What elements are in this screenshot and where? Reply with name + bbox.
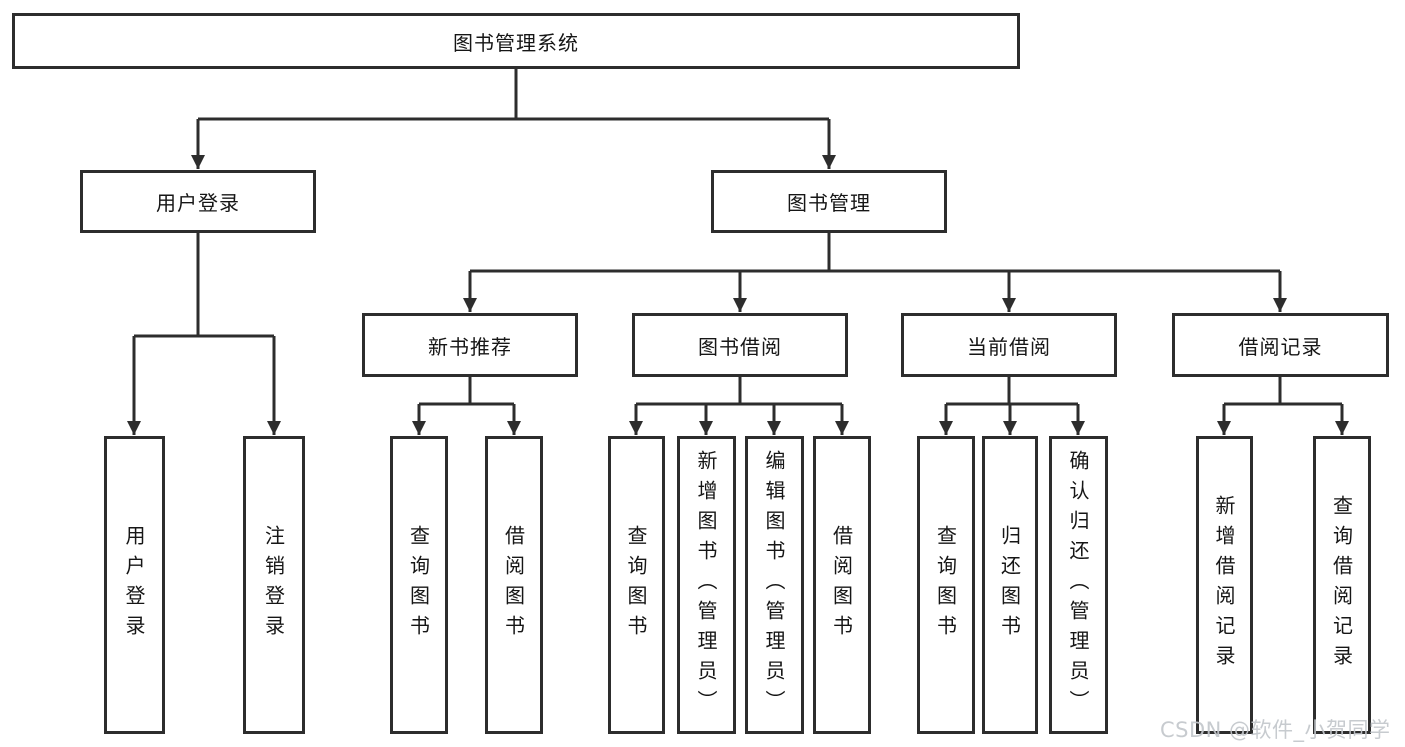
leaf-edit-books-admin: 编辑图书（管理员） xyxy=(745,436,804,734)
leaf-borrow-books-recommendation: 借阅图书 xyxy=(485,436,543,734)
node-label: 图书管理 xyxy=(787,191,871,215)
node-book-borrowing: 图书借阅 xyxy=(632,313,848,377)
node-label: 用户登录 xyxy=(122,525,146,645)
connector-book-borrowing xyxy=(629,377,849,435)
node-library-system-root: 图书管理系统 xyxy=(12,13,1020,69)
csdn-watermark: CSDN @软件_小贺同学 xyxy=(1160,718,1391,742)
node-label: 注销登录 xyxy=(261,525,286,645)
connector-borrowing-records xyxy=(1217,377,1349,435)
leaf-logout: 注销登录 xyxy=(243,436,305,734)
leaf-add-books-admin: 新增图书（管理员） xyxy=(677,436,736,734)
node-label: 借阅图书 xyxy=(501,525,526,645)
node-label: 图书管理系统 xyxy=(453,30,579,55)
node-book-management: 图书管理 xyxy=(711,170,947,233)
node-label: 新增借阅记录 xyxy=(1212,495,1236,675)
node-label: 查询图书 xyxy=(624,525,648,645)
node-label: 查询借阅记录 xyxy=(1329,495,1354,675)
node-user-login: 用户登录 xyxy=(80,170,316,233)
node-label: 新增图书（管理员） xyxy=(694,450,718,720)
connector-root xyxy=(191,69,836,169)
node-label: 用户登录 xyxy=(156,191,240,215)
leaf-confirm-return-admin: 确认归还（管理员） xyxy=(1049,436,1108,734)
node-label: 确认归还（管理员） xyxy=(1066,450,1090,720)
leaf-query-borrowing-record: 查询借阅记录 xyxy=(1313,436,1371,734)
node-label: 查询图书 xyxy=(406,525,431,645)
node-label: 借阅记录 xyxy=(1238,334,1323,359)
leaf-return-books: 归还图书 xyxy=(982,436,1038,734)
connector-new-book-recommendation xyxy=(412,377,521,435)
leaf-query-books-borrowing: 查询图书 xyxy=(608,436,665,734)
connector-current-borrowing xyxy=(939,377,1085,435)
node-label: 当前借阅 xyxy=(967,334,1051,359)
node-label: 归还图书 xyxy=(997,525,1022,645)
connector-book-management xyxy=(463,233,1287,312)
leaf-borrow-books-borrowing: 借阅图书 xyxy=(813,436,871,734)
node-borrowing-records: 借阅记录 xyxy=(1172,313,1389,377)
node-label: 编辑图书（管理员） xyxy=(762,450,786,720)
node-label: 查询图书 xyxy=(933,525,958,645)
node-current-borrowing: 当前借阅 xyxy=(901,313,1117,377)
node-label: 新书推荐 xyxy=(428,334,512,359)
connector-user-login xyxy=(127,233,281,435)
node-new-book-recommendation: 新书推荐 xyxy=(362,313,578,377)
leaf-add-borrowing-record: 新增借阅记录 xyxy=(1196,436,1253,734)
leaf-query-books-current: 查询图书 xyxy=(917,436,975,734)
leaf-user-login: 用户登录 xyxy=(104,436,165,734)
node-label: 借阅图书 xyxy=(829,525,854,645)
leaf-query-books-recommendation: 查询图书 xyxy=(390,436,448,734)
node-label: 图书借阅 xyxy=(698,334,782,359)
